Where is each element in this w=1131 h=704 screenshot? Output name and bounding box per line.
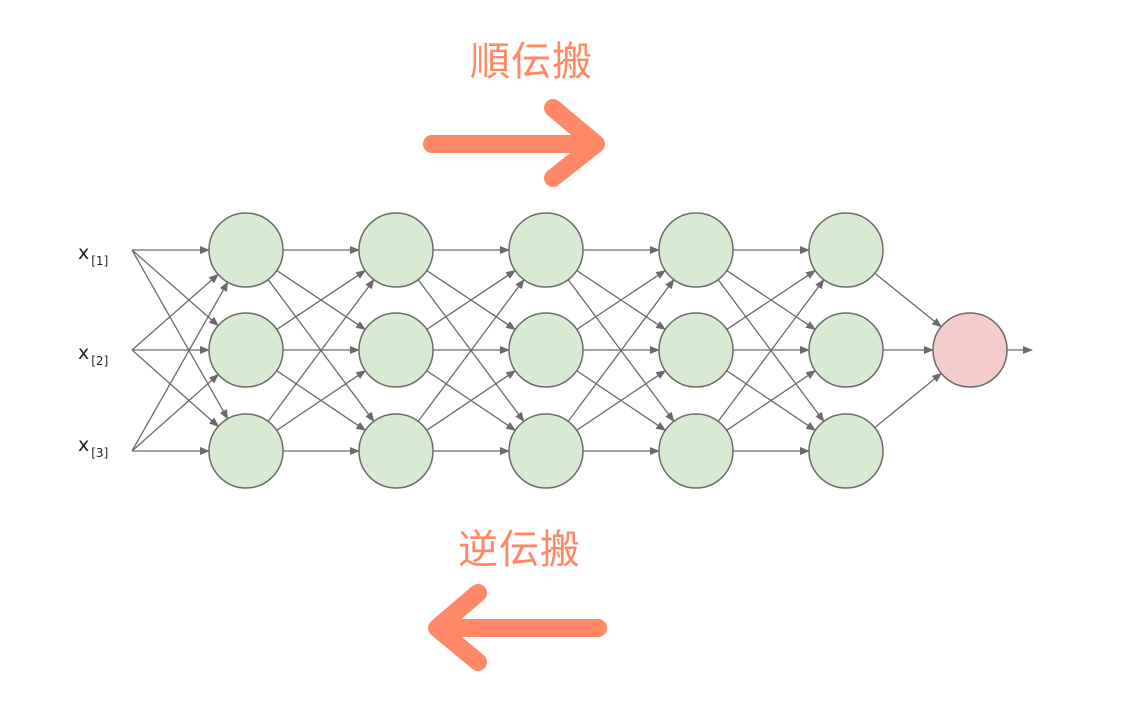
hidden-node <box>208 212 284 288</box>
connection-edges <box>131 246 1033 455</box>
edge <box>567 278 675 422</box>
edge <box>717 278 825 422</box>
edge <box>267 278 375 422</box>
edge <box>426 269 517 331</box>
direction-arrows <box>423 99 607 671</box>
forward-arrow-icon <box>423 99 605 187</box>
hidden-node <box>358 212 434 288</box>
input-label-2: x[2] <box>78 342 109 368</box>
edge <box>417 278 525 422</box>
hidden-node <box>808 413 884 489</box>
backward-propagation-label: 逆伝搬 <box>458 527 581 573</box>
hidden-node <box>508 212 584 288</box>
edge <box>276 269 367 331</box>
edge <box>276 370 367 431</box>
forward-propagation-label: 順伝搬 <box>470 39 593 85</box>
hidden-node <box>208 413 284 489</box>
hidden-node <box>808 312 884 388</box>
backward-arrow-icon <box>428 584 607 671</box>
hidden-node <box>508 312 584 388</box>
edge <box>874 372 943 429</box>
edge <box>131 273 219 351</box>
edge <box>426 370 517 431</box>
hidden-node <box>658 212 734 288</box>
hidden-node <box>358 413 434 489</box>
edge <box>131 249 229 420</box>
input-label-3: x[3] <box>78 434 109 460</box>
edge <box>131 373 220 452</box>
edge <box>131 249 219 327</box>
input-label-1: x[1] <box>78 242 109 268</box>
edge <box>131 281 229 452</box>
edge <box>131 349 220 428</box>
output-node <box>932 312 1008 388</box>
hidden-node <box>208 312 284 388</box>
edge <box>726 269 817 331</box>
hidden-node <box>508 413 584 489</box>
hidden-node <box>658 413 734 489</box>
edge <box>726 370 817 431</box>
hidden-node <box>808 212 884 288</box>
hidden-node <box>658 312 734 388</box>
edge <box>576 370 667 431</box>
hidden-node <box>358 312 434 388</box>
edge <box>874 272 942 328</box>
edge <box>576 269 667 331</box>
network-nodes <box>208 212 1008 489</box>
